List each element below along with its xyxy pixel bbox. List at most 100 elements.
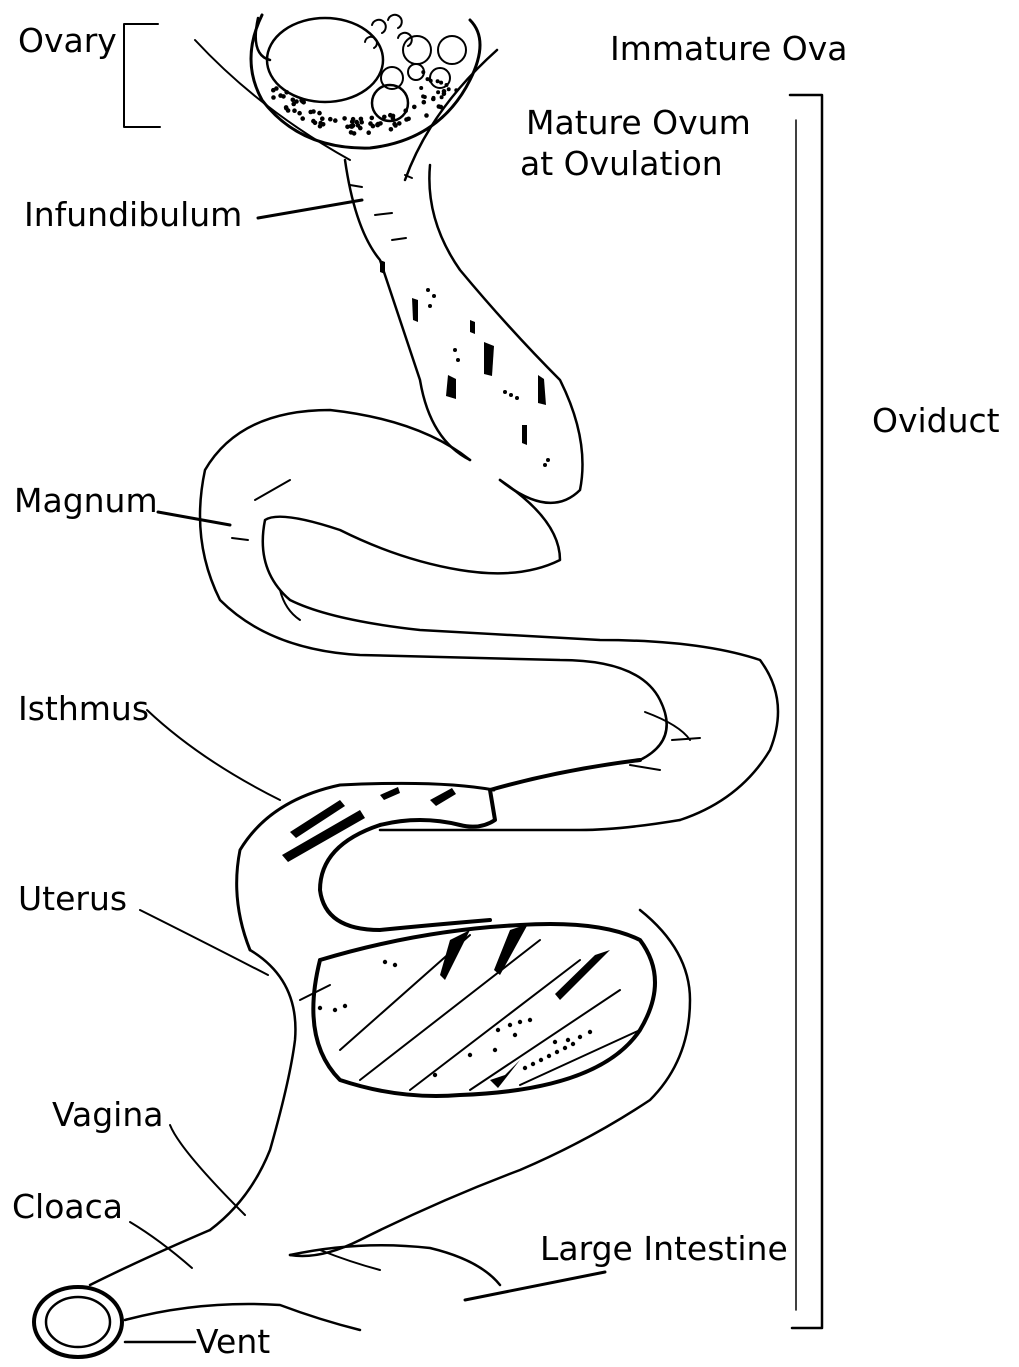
label-isthmus: Isthmus: [18, 690, 149, 728]
ovary-granule: [437, 104, 442, 109]
ovary-granule: [300, 116, 305, 121]
label-mature-ovum-line1: Mature Ovum: [526, 104, 751, 142]
ovary-granule: [311, 119, 316, 124]
ovary-granule: [320, 116, 325, 121]
cloaca-shape: [90, 1230, 500, 1330]
infundibulum-stipple: [453, 348, 457, 352]
infundibulum-stipple: [543, 463, 547, 467]
uterus-stipple: [513, 1033, 517, 1037]
magnum-shape: [200, 410, 778, 820]
label-oviduct: Oviduct: [872, 402, 1000, 440]
uterus-stipple: [539, 1058, 543, 1062]
ovary-granule: [403, 108, 408, 113]
label-infundibulum: Infundibulum: [24, 196, 242, 234]
ovary-granule: [404, 117, 409, 122]
uterus-stipple: [523, 1066, 527, 1070]
ovary-granule: [299, 98, 304, 103]
ovary-granule: [333, 118, 338, 123]
ovary-granule: [397, 121, 402, 126]
ovary-granule: [342, 116, 347, 121]
uterus-stipple: [555, 1050, 559, 1054]
label-vagina: Vagina: [52, 1096, 164, 1134]
uterus-stipple: [508, 1023, 512, 1027]
label-large-intestine: Large Intestine: [540, 1230, 788, 1268]
ovary-granule: [352, 131, 357, 136]
ovary-granule: [423, 95, 427, 99]
infundibulum-stipple: [456, 358, 460, 362]
label-mature-ovum-line2: at Ovulation: [520, 145, 723, 183]
ovary-granule: [351, 123, 356, 128]
ovary-granule: [318, 124, 323, 129]
infundibulum-stipple: [515, 396, 519, 400]
ovary-granule: [328, 117, 333, 122]
uterus-stipple: [343, 1004, 347, 1008]
uterus-stipple: [383, 960, 387, 964]
uterus-stipple: [493, 1048, 497, 1052]
ovary-granule: [419, 86, 423, 90]
ovary-granule: [311, 109, 316, 114]
label-uterus: Uterus: [18, 880, 127, 918]
ovary-granule: [292, 108, 297, 113]
ovary-granule: [356, 123, 361, 128]
label-magnum: Magnum: [14, 482, 158, 520]
infundibulum-shape: [345, 160, 583, 503]
uterus-stipple: [588, 1030, 592, 1034]
ovary-granule: [368, 121, 373, 126]
uterus-stipple: [578, 1035, 582, 1039]
ovary-bracket: [124, 24, 160, 127]
ovary-dots: [271, 70, 550, 467]
ovary-granule: [375, 123, 380, 128]
leader-lines: [125, 200, 605, 1342]
ovary-granule: [391, 116, 396, 121]
infundibulum-stipple: [426, 288, 430, 292]
uterus-stipple: [433, 1073, 437, 1077]
magnum-leader: [158, 512, 230, 525]
label-immature-ova: Immature Ova: [610, 30, 847, 68]
ovary-granule: [436, 90, 440, 94]
oviduct-bracket: [790, 95, 822, 1328]
ovary-granule: [436, 79, 440, 83]
ovary-granule: [439, 81, 443, 85]
ovary-granule: [351, 117, 356, 122]
uterus-shape: [210, 910, 690, 1256]
uterus-stipple: [496, 1028, 500, 1032]
label-ovary: Ovary: [18, 22, 117, 60]
ovary-granule: [412, 105, 417, 110]
isthmus-leader: [147, 710, 280, 800]
ovary-granule: [274, 86, 279, 91]
label-cloaca: Cloaca: [12, 1188, 123, 1226]
ovary-granule: [424, 113, 429, 118]
ovary-granule: [359, 117, 364, 122]
uterus-dots: [318, 960, 592, 1077]
ovary-granule: [426, 77, 430, 81]
ovary-granule: [445, 83, 449, 87]
ovary-granule: [422, 100, 427, 105]
ovary-granule: [382, 115, 387, 120]
ovary-granule: [281, 94, 286, 99]
ovary-granule: [317, 111, 322, 116]
infundibulum-leader: [258, 200, 362, 218]
ovary-granule: [284, 90, 289, 95]
ovary-granule: [432, 96, 436, 100]
ovary-granule: [389, 127, 394, 132]
ovary-granule: [440, 95, 444, 99]
ovary-granule: [366, 130, 371, 135]
ovary-granule: [447, 87, 451, 91]
uterus-stipple: [531, 1062, 535, 1066]
ovary-granule: [421, 70, 425, 74]
uterus-stipple: [318, 1006, 322, 1010]
ovary-shape: [195, 15, 497, 180]
infundibulum-stipple: [428, 304, 432, 308]
uterus-stipple: [468, 1053, 472, 1057]
uterus-stipple: [528, 1018, 532, 1022]
ovary-granule: [294, 99, 299, 104]
ovary-granule: [297, 111, 302, 116]
uterus-stipple: [393, 963, 397, 967]
vent-shape: [34, 1287, 122, 1357]
infundibulum-stipple: [509, 393, 513, 397]
infundibulum-stipple: [432, 294, 436, 298]
uterus-stipple: [563, 1046, 567, 1050]
ovary-granule: [370, 116, 375, 121]
uterus-stipple: [571, 1042, 575, 1046]
uterus-stipple: [518, 1020, 522, 1024]
